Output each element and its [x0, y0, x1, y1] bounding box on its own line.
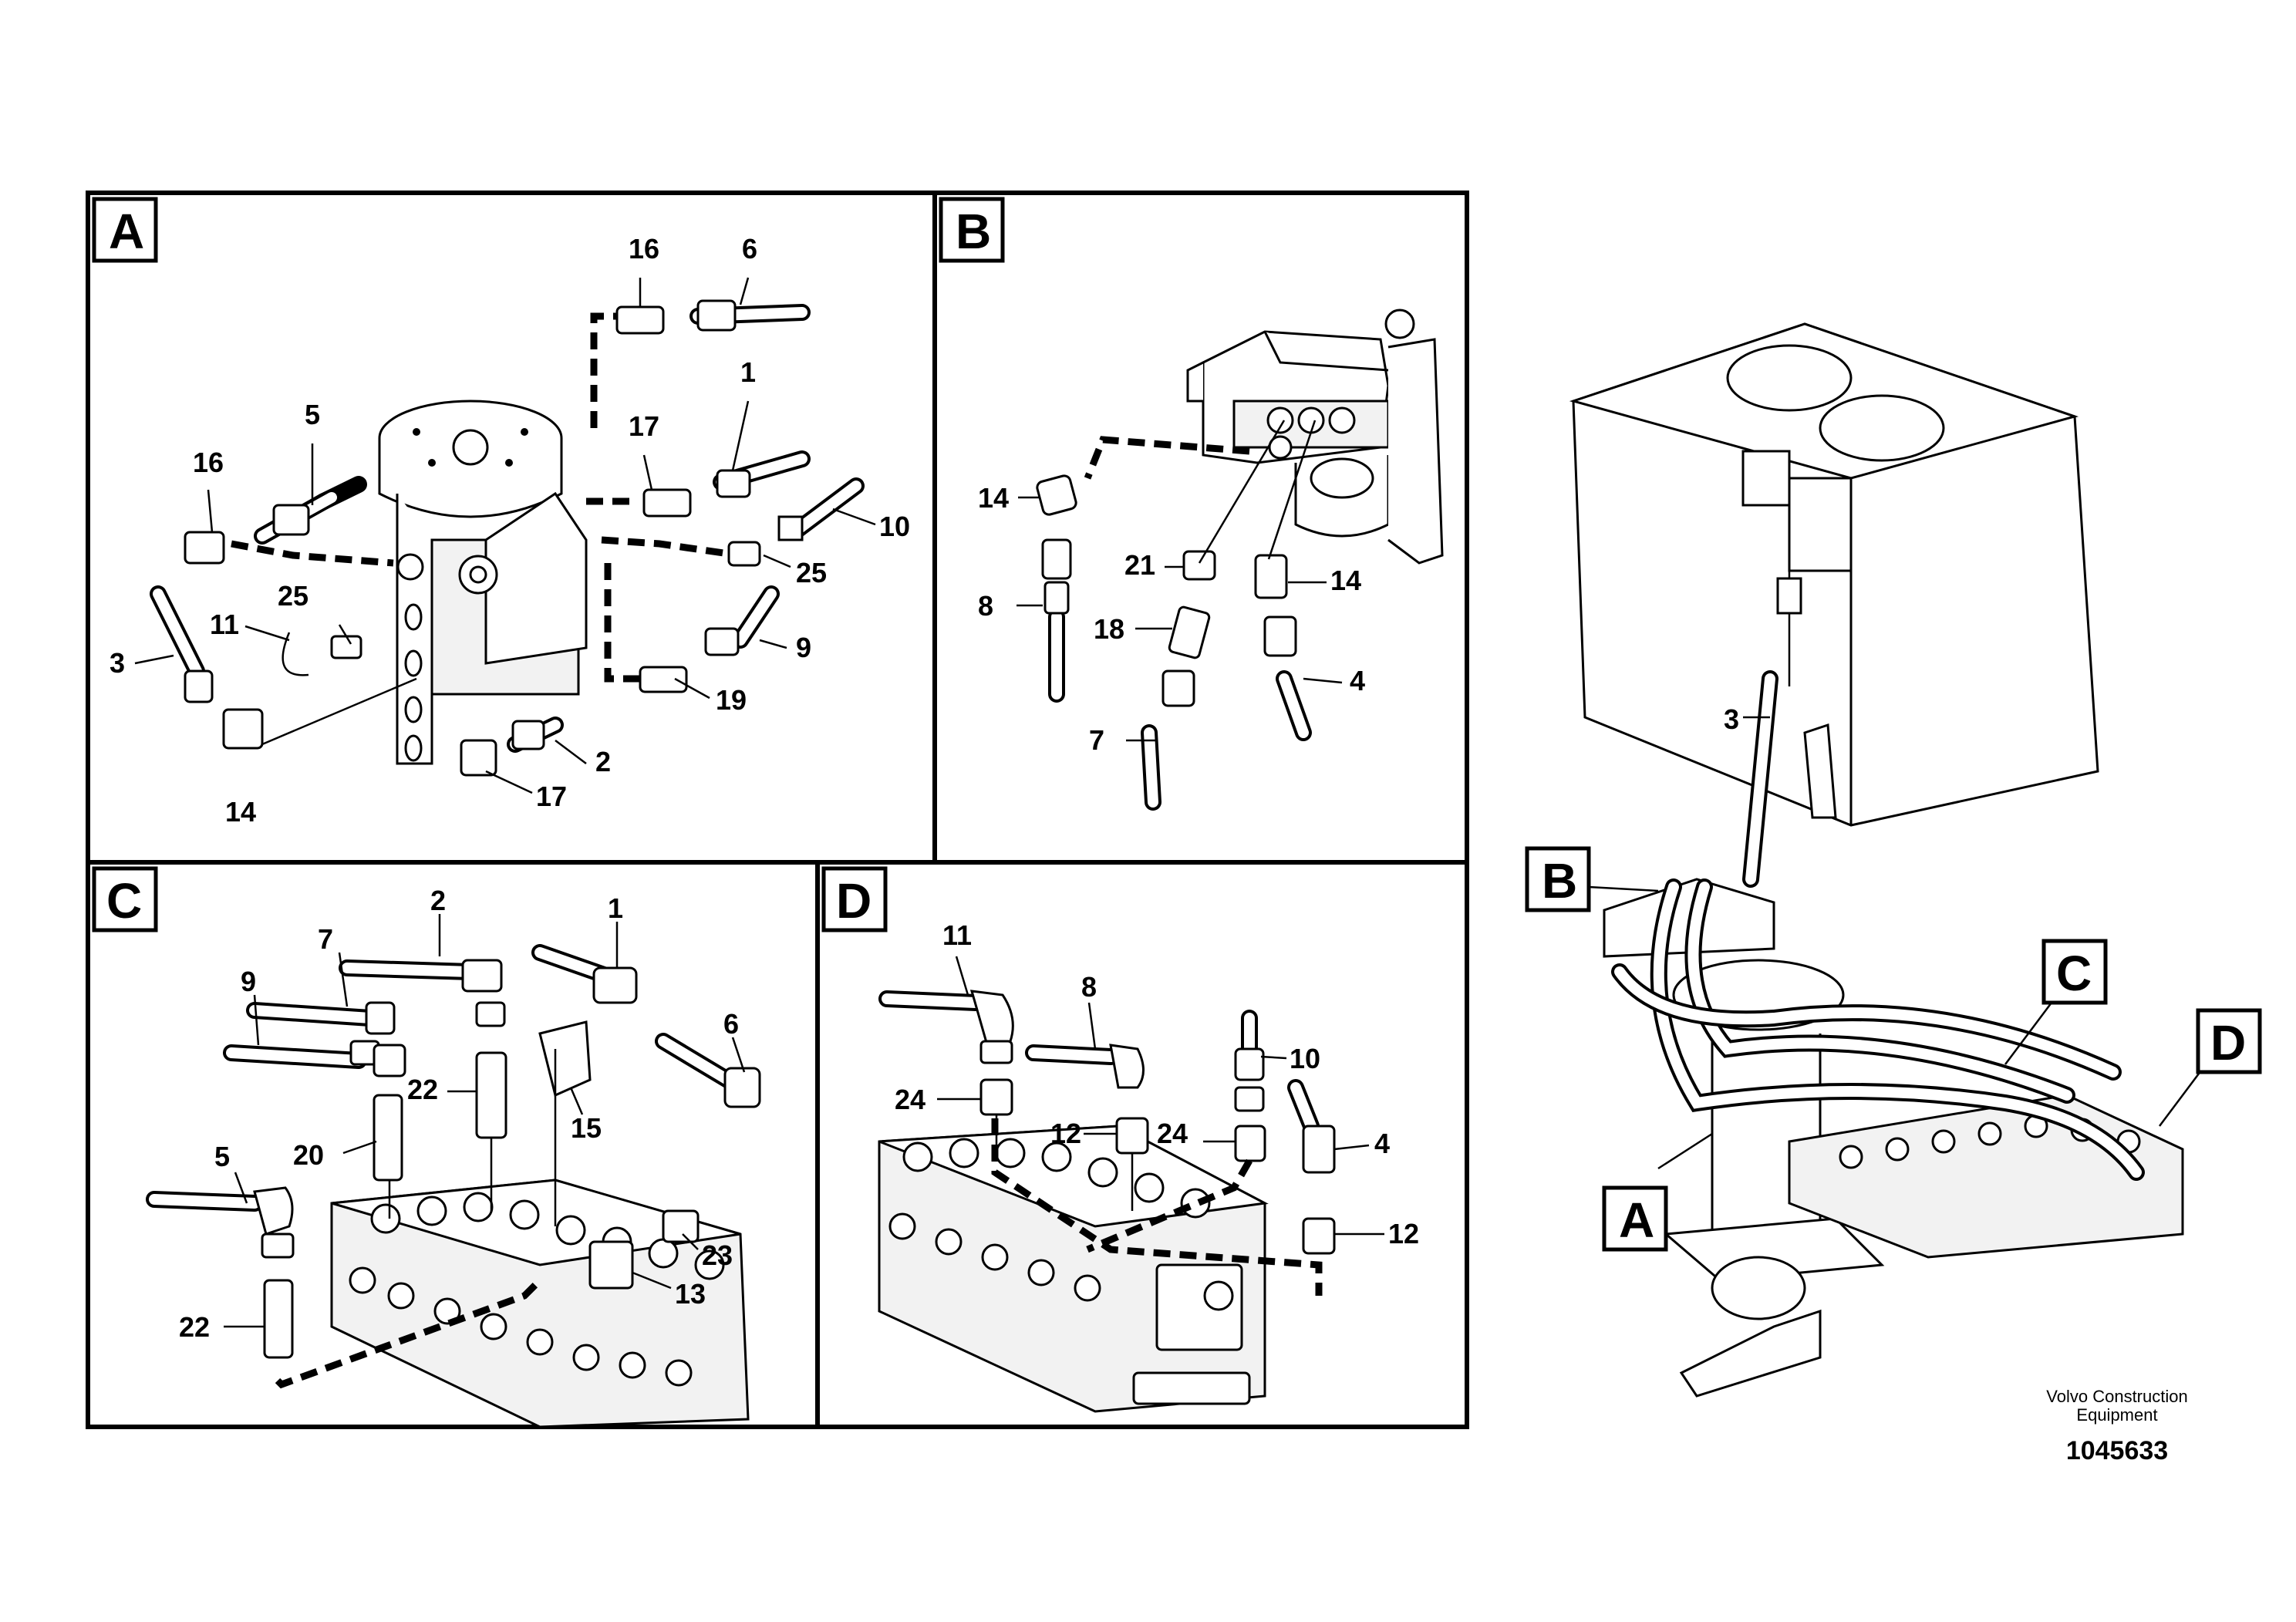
callout-d-11: 11 — [942, 919, 972, 951]
callout-c-2: 2 — [430, 885, 446, 916]
document-number: 1045633 — [2066, 1436, 2168, 1465]
overview-illustration: B C D A 3 — [1525, 322, 2262, 1398]
callout-c-7: 7 — [318, 923, 333, 955]
callout-a-25-left: 25 — [278, 580, 308, 612]
panel-d-badge: D — [836, 873, 872, 929]
callout-c-22-bottom: 22 — [179, 1311, 210, 1343]
callout-c-22-top: 22 — [407, 1074, 438, 1105]
overview-label-a: A — [1619, 1192, 1654, 1248]
callout-a-1: 1 — [740, 356, 756, 388]
callout-b-14-right: 14 — [1330, 565, 1361, 596]
callout-a-19: 19 — [716, 684, 747, 716]
control-valve-illustration-d — [878, 1125, 1269, 1413]
panel-b-badge: B — [956, 204, 991, 259]
overview-label-d: D — [2210, 1015, 2246, 1071]
callout-d-8: 8 — [1081, 971, 1097, 1003]
callout-b-4: 4 — [1350, 665, 1365, 696]
callout-c-13: 13 — [675, 1278, 706, 1310]
callout-b-14-left: 14 — [978, 482, 1009, 514]
callout-d-4: 4 — [1374, 1128, 1390, 1159]
callout-c-1: 1 — [608, 892, 623, 924]
callout-d-24-left: 24 — [895, 1084, 925, 1115]
overview-label-b: B — [1542, 853, 1577, 909]
callout-a-5: 5 — [305, 399, 320, 430]
callout-b-21: 21 — [1124, 549, 1155, 581]
overview-label-c: C — [2056, 946, 2092, 1001]
callout-b-7: 7 — [1089, 724, 1104, 756]
panel-b: B — [932, 191, 1469, 865]
callout-a-16-left: 16 — [193, 447, 224, 478]
callout-d-10: 10 — [1290, 1043, 1320, 1074]
callout-a-2: 2 — [595, 746, 611, 777]
callout-a-9: 9 — [796, 632, 811, 663]
callout-b-18: 18 — [1094, 613, 1124, 645]
callout-d-12-mid: 12 — [1050, 1118, 1081, 1149]
callout-a-17-top: 17 — [629, 410, 659, 442]
callout-a-25-right: 25 — [796, 557, 827, 588]
panel-c-badge: C — [106, 873, 142, 929]
callout-c-9: 9 — [241, 966, 256, 997]
callout-a-6: 6 — [742, 233, 757, 265]
callout-a-14: 14 — [225, 796, 256, 828]
callout-d-12-right: 12 — [1388, 1218, 1419, 1249]
callout-overview-3: 3 — [1724, 703, 1739, 735]
callout-b-8: 8 — [978, 590, 993, 622]
callout-a-16-top: 16 — [629, 233, 659, 265]
callout-c-20: 20 — [293, 1139, 324, 1171]
callout-c-23: 23 — [702, 1239, 733, 1271]
credit-line-2: Equipment — [2076, 1405, 2157, 1425]
callout-a-11: 11 — [210, 609, 239, 640]
panel-a-badge: A — [109, 204, 144, 259]
credit-line-1: Volvo Construction — [2046, 1387, 2187, 1406]
callout-a-17-bottom: 17 — [536, 781, 567, 812]
valve-block-illustration — [1186, 309, 1444, 565]
panel-c: C — [86, 860, 820, 1429]
panel-d: D — [815, 860, 1469, 1429]
control-valve-illustration-c — [330, 1179, 750, 1428]
swivel-joint-illustration — [378, 400, 588, 765]
callout-d-24-right: 24 — [1157, 1118, 1188, 1149]
callout-c-6: 6 — [723, 1008, 739, 1040]
callout-a-3: 3 — [110, 647, 125, 679]
callout-a-10: 10 — [879, 511, 910, 542]
callout-c-15: 15 — [571, 1112, 602, 1144]
panel-a: A — [86, 191, 937, 865]
callout-c-5: 5 — [214, 1141, 230, 1172]
